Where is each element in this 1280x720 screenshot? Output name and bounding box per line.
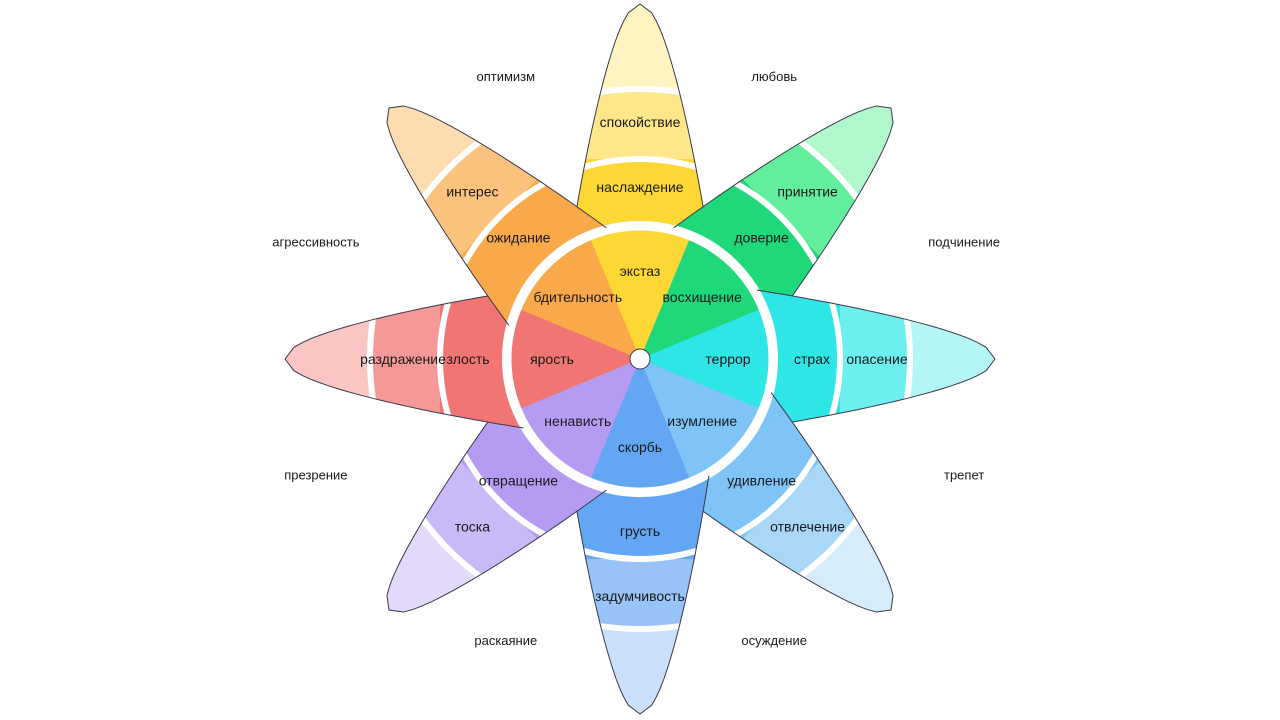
- label-fear-2: опасение: [846, 351, 907, 367]
- petal-disgust-separator-1: [461, 453, 546, 538]
- petal-trust-separator-1: [734, 180, 819, 265]
- petal-sadness-separator-1: [582, 548, 698, 563]
- label-joy-0: экстаз: [620, 263, 661, 279]
- petal-surprise-separator-1: [734, 453, 819, 538]
- label-fear-1: страх: [794, 351, 830, 367]
- petal-joy-separator-2: [598, 85, 682, 96]
- core-wedge-joy: [589, 226, 691, 359]
- petal-sadness-band-3: [556, 629, 724, 714]
- center-dot: [629, 348, 651, 370]
- petal-trust-separator-2: [798, 139, 860, 201]
- dyad-label-5: презрение: [284, 468, 347, 483]
- label-disgust-1: отвращение: [479, 473, 559, 489]
- label-fear-0: террор: [705, 351, 750, 367]
- label-disgust-0: ненависть: [544, 413, 611, 429]
- labels-layer: экстаз наслаждение спокойствие восхищение до…: [360, 114, 908, 604]
- label-sadness-2: задумчивость: [595, 588, 685, 604]
- core-wedge-anger: [508, 308, 640, 410]
- petal-sadness-separator-2: [598, 622, 682, 633]
- core-wedge-fear: [640, 308, 772, 410]
- petal-anticipation-separator-2: [420, 139, 482, 201]
- label-surprise-0: изумление: [667, 413, 737, 429]
- petal-anger-separator-2: [366, 317, 377, 401]
- center-layer: [504, 223, 776, 495]
- label-anticipation-0: бдительность: [533, 289, 622, 305]
- label-anger-2: раздражение: [360, 351, 446, 367]
- petal-fear-band-3: [910, 275, 995, 443]
- dyad-label-1: подчинение: [928, 234, 1000, 249]
- petal-joy-band-3: [556, 4, 724, 89]
- label-anticipation-2: интерес: [446, 183, 498, 199]
- dyad-label-0: любовь: [751, 69, 797, 84]
- dyad-label-7: оптимизм: [477, 69, 536, 84]
- label-surprise-2: отвлечение: [770, 519, 845, 535]
- label-sadness-0: скорбь: [618, 439, 662, 455]
- petal-surprise-separator-2: [798, 517, 860, 579]
- dyad-label-3: осуждение: [741, 633, 807, 648]
- dyad-label-2: трепет: [944, 468, 984, 483]
- label-joy-2: спокойствие: [600, 114, 681, 130]
- core-wedge-sadness: [589, 359, 691, 491]
- petal-anger-separator-1: [436, 301, 451, 417]
- label-trust-1: доверие: [734, 229, 789, 245]
- label-anger-1: злость: [446, 351, 489, 367]
- label-disgust-2: тоска: [455, 519, 490, 535]
- dyad-label-6: агрессивность: [272, 234, 359, 249]
- label-anger-0: ярость: [530, 351, 574, 367]
- label-joy-1: наслаждение: [596, 179, 683, 195]
- dyads-layer: любовь подчинение трепет осуждение раскаяние…: [272, 69, 1000, 648]
- petal-fear-separator-1: [829, 301, 844, 417]
- label-trust-2: принятие: [777, 183, 838, 199]
- petal-joy-separator-1: [582, 155, 698, 170]
- label-sadness-1: грусть: [620, 523, 660, 539]
- label-surprise-1: удивление: [727, 473, 796, 489]
- inner-ring: [504, 223, 776, 495]
- dyad-label-4: раскаяние: [474, 633, 537, 648]
- petal-anger-band-3: [285, 275, 370, 443]
- label-anticipation-1: ожидание: [486, 229, 550, 245]
- petal-disgust-separator-2: [420, 517, 482, 579]
- petal-anticipation-separator-1: [461, 180, 546, 265]
- label-trust-0: восхищение: [663, 289, 743, 305]
- petal-fear-separator-2: [903, 317, 914, 401]
